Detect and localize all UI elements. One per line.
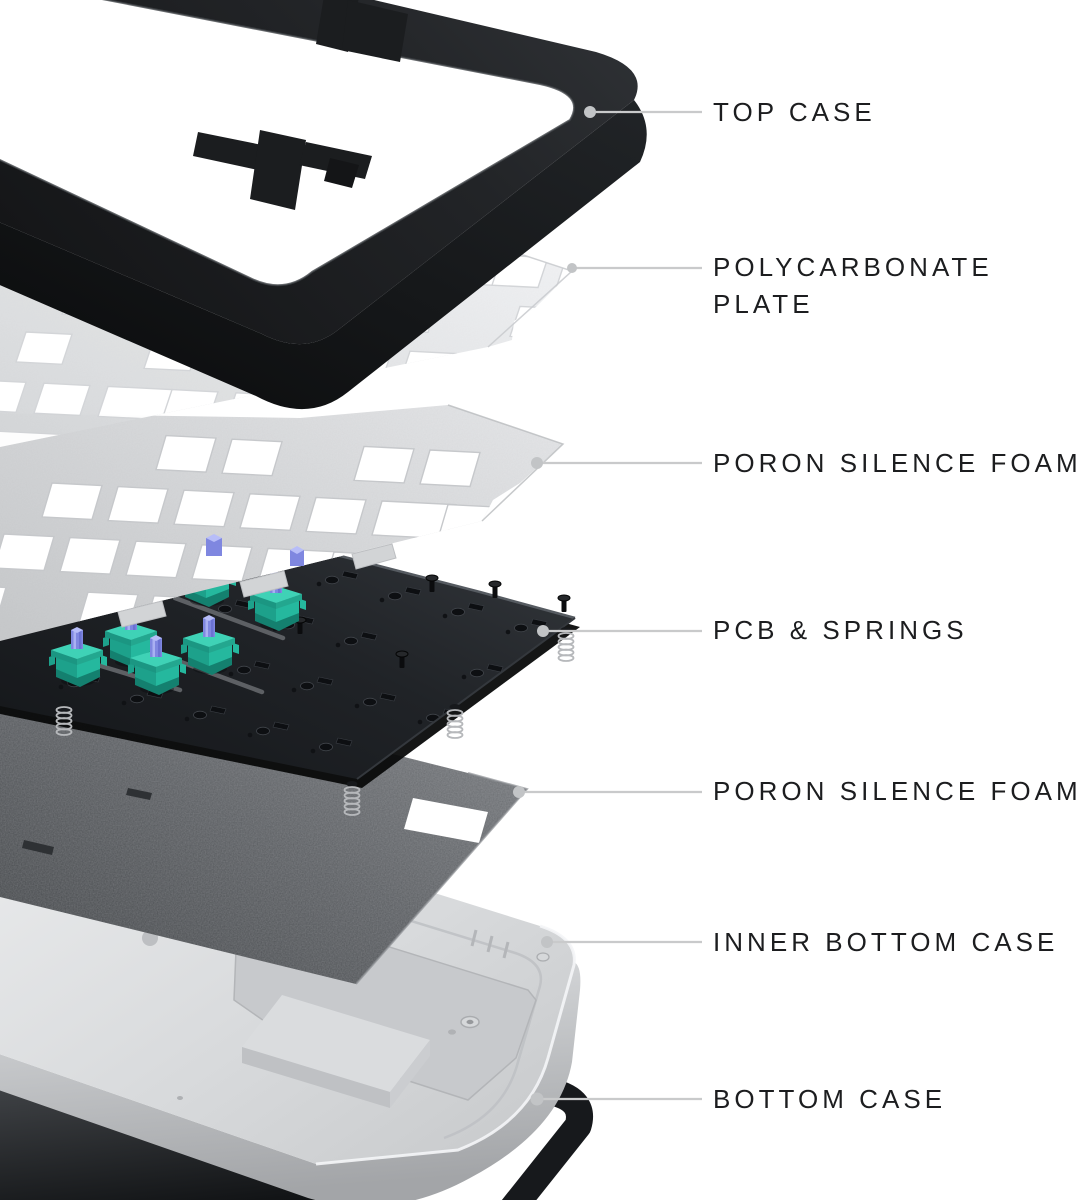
callout-bottom-case [530, 1092, 702, 1106]
callouts [513, 106, 702, 1106]
mx-switch [128, 635, 186, 695]
callout-top-case [584, 106, 702, 118]
callout-pcb-springs [537, 625, 702, 637]
callout-poron-foam-upper [531, 457, 702, 469]
label-top-case: TOP CASE [713, 97, 876, 127]
springs [55, 627, 575, 816]
label-bottom-case: BOTTOM CASE [713, 1084, 947, 1114]
switch-stems-through-foam [206, 534, 304, 566]
label-inner-bottom-case: INNER BOTTOM CASE [713, 927, 1059, 957]
label-poron-silence-foam-lower: PORON SILENCE FOAM [713, 776, 1082, 806]
callout-inner-bottom-case [541, 936, 702, 948]
top-case-layer [0, 0, 647, 410]
callout-poron-foam-lower [513, 786, 702, 798]
poron-foam-lower-layer [0, 638, 529, 985]
mx-switch [49, 627, 107, 687]
pcb-layer [0, 450, 580, 816]
foam-lower-cutout [404, 798, 488, 843]
top-case-side-face [0, 100, 647, 410]
label-poron-silence-foam-upper: PORON SILENCE FOAM [713, 448, 1082, 478]
switch-cluster [49, 547, 306, 695]
label-pcb-springs: PCB & SPRINGS [713, 615, 968, 645]
callout-polycarbonate-plate [567, 263, 702, 273]
tray-inner-rim [69, 814, 543, 1140]
tray-outer-wall [0, 962, 581, 1200]
label-polycarbonate-plate: POLYCARBONATE PLATE [713, 252, 993, 319]
mx-switch [181, 615, 239, 675]
